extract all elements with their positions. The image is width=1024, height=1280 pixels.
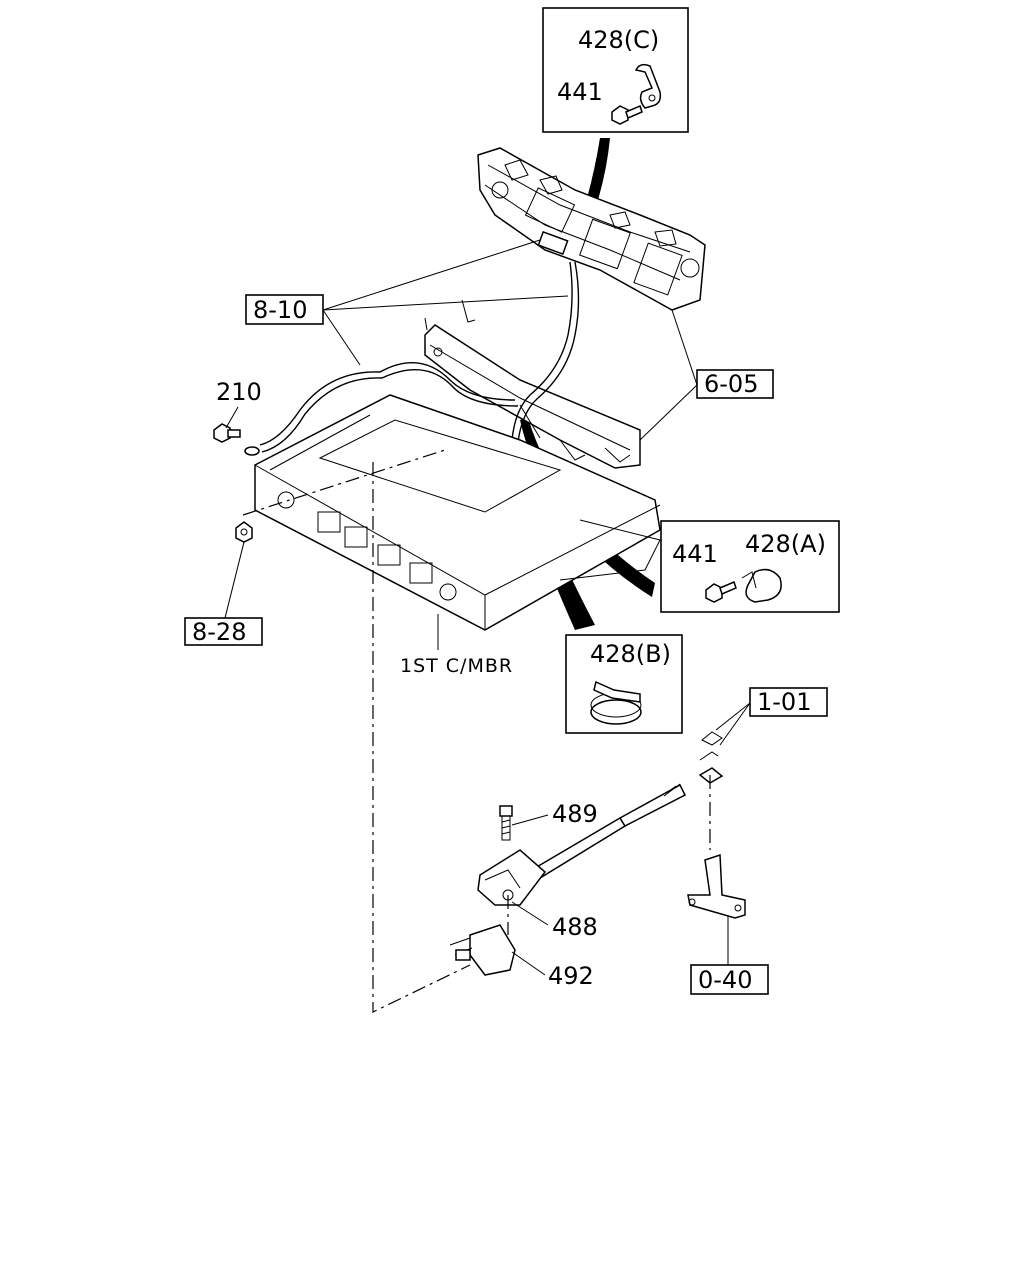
clip-428-c bbox=[634, 63, 662, 109]
ref-box-8-10 bbox=[245, 294, 324, 325]
ref-box-6-05 bbox=[696, 369, 774, 399]
leader-6-05-a bbox=[671, 309, 698, 386]
label-441-c: 441 bbox=[557, 78, 603, 106]
radiator-support-panel bbox=[477, 147, 706, 311]
ref-8-10: 8-10 bbox=[253, 296, 307, 324]
bracket-492 bbox=[449, 924, 516, 976]
bolt-210 bbox=[213, 423, 241, 443]
leader-1-01-a bbox=[719, 702, 751, 746]
leader-6-05-b bbox=[639, 384, 698, 441]
cable-tie-428-b bbox=[590, 680, 642, 725]
label-441-a: 441 bbox=[672, 540, 718, 568]
leader-8-10-a bbox=[322, 239, 541, 311]
label-428-c: 428(C) bbox=[578, 26, 659, 54]
leader-1-01-b bbox=[715, 702, 751, 731]
leader-8-28 bbox=[224, 541, 245, 619]
leader-488 bbox=[511, 901, 549, 926]
label-488: 488 bbox=[552, 913, 598, 941]
ref-box-1-01 bbox=[749, 687, 828, 717]
label-210: 210 bbox=[216, 378, 262, 406]
detail-a-leader bbox=[520, 418, 655, 597]
leader-8-10-c bbox=[322, 309, 361, 366]
leader-8-10-b bbox=[322, 295, 569, 311]
ref-1-01: 1-01 bbox=[757, 688, 811, 716]
label-492: 492 bbox=[548, 962, 594, 990]
hood-release-lever bbox=[477, 849, 547, 906]
leader-492 bbox=[511, 951, 546, 976]
bolt-441-c bbox=[611, 104, 643, 125]
label-428-a: 428(A) bbox=[745, 530, 826, 558]
front-cross-beam bbox=[424, 299, 641, 469]
ref-0-40: 0-40 bbox=[698, 966, 752, 994]
bracket-0-40 bbox=[687, 853, 746, 919]
label-first-crossmember: 1ST C/MBR bbox=[400, 655, 513, 677]
ref-6-05: 6-05 bbox=[704, 370, 758, 398]
ref-box-0-40 bbox=[690, 964, 769, 995]
bolt-441-a bbox=[705, 580, 737, 603]
leader-489 bbox=[511, 814, 549, 826]
label-489: 489 bbox=[552, 800, 598, 828]
ref-8-28: 8-28 bbox=[192, 618, 246, 646]
bolt-489 bbox=[499, 805, 513, 841]
centerline-crossmember bbox=[242, 449, 446, 516]
first-crossmember bbox=[254, 394, 661, 631]
label-428-b: 428(B) bbox=[590, 640, 671, 668]
wiring-harness bbox=[244, 261, 580, 456]
nut-8-28 bbox=[235, 521, 253, 543]
leader-210 bbox=[225, 406, 239, 429]
centerline-lever-vertical bbox=[372, 462, 471, 1013]
clip-428-a bbox=[741, 568, 782, 603]
ref-box-8-28 bbox=[184, 617, 263, 646]
